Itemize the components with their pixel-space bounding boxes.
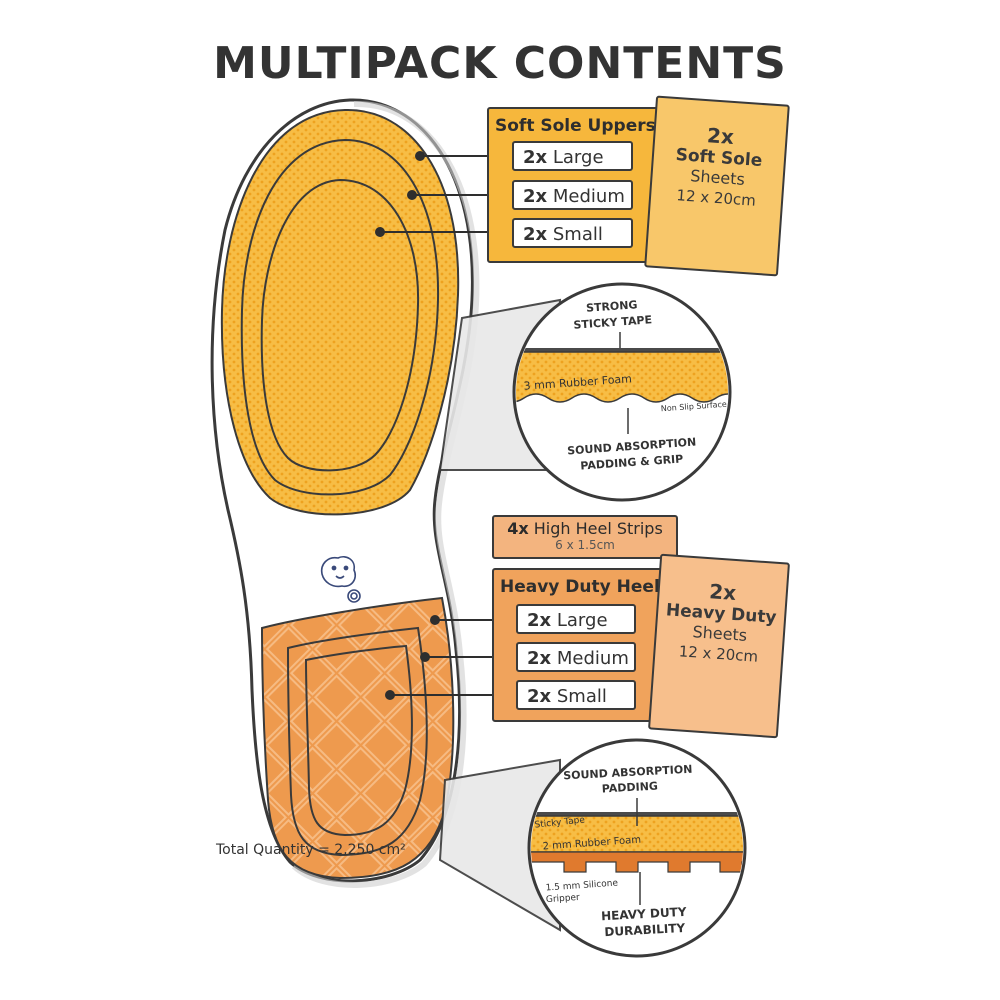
heavy-top-label-2: PADDING [601, 780, 658, 796]
soft-top-label-1: STRONG [586, 298, 638, 315]
total-quantity: Total Quantity = 2,250 cm² [216, 842, 406, 858]
soft-sole-heading: Soft Sole Uppers [495, 116, 656, 136]
soft-size-small: 2x Small [512, 218, 633, 248]
heavy-duty-heel [260, 596, 455, 880]
heavy-bottom-label-2: DURABILITY [604, 921, 686, 939]
heavy-size-medium: 2x Medium [516, 642, 636, 672]
heavy-bottom-label-1: HEAVY DUTY [601, 905, 687, 923]
heavy-size-large: 2x Large [516, 604, 636, 634]
high-heel-strips: 4x High Heel Strips 6 x 1.5cm [492, 515, 678, 559]
soft-size-medium: 2x Medium [512, 180, 633, 210]
heavy-size-small: 2x Small [516, 680, 636, 710]
heavy-gripper-label-2: Gripper [546, 893, 581, 905]
page-title: MULTIPACK CONTENTS [213, 38, 787, 89]
mascot-icon [320, 555, 361, 603]
soft-size-large: 2x Large [512, 141, 633, 171]
soft-sole-sheet: 2x Soft Sole Sheets 12 x 20cm [644, 95, 790, 277]
heavy-duty-heading: Heavy Duty Heels [500, 577, 670, 597]
heavy-duty-sheet: 2x Heavy Duty Sheets 12 x 20cm [648, 553, 790, 739]
detail-circle-soft [512, 282, 732, 502]
soft-sole-upper [220, 108, 460, 516]
zoom-cone-heavy [438, 758, 561, 932]
soft-top-label-2: STICKY TAPE [573, 313, 652, 331]
detail-circle-heavy [527, 738, 747, 958]
